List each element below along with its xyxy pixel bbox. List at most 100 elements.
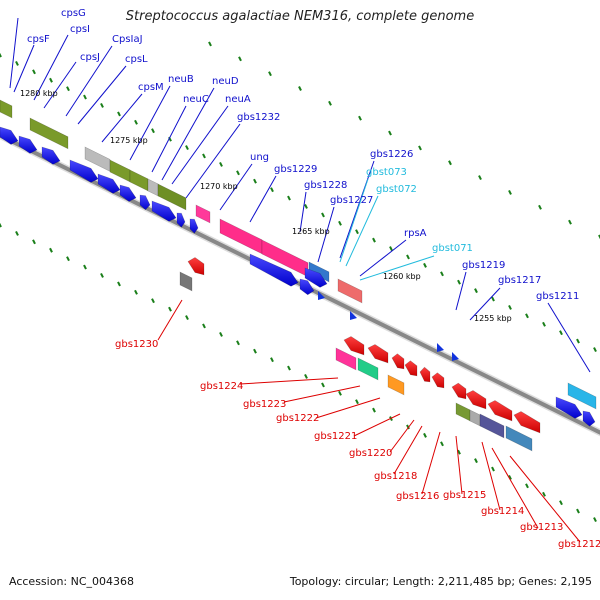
gene-arrow-forward bbox=[97, 173, 121, 194]
scale-tick bbox=[0, 222, 2, 228]
leader-line bbox=[43, 61, 77, 109]
scale-tick bbox=[542, 321, 546, 327]
gene-block-gbs1215 bbox=[469, 409, 481, 427]
gene-label-gbs1216: gbs1216 bbox=[396, 491, 439, 502]
gene-arrow-forward bbox=[69, 159, 99, 183]
scale-tick bbox=[0, 52, 2, 58]
gene-label-gbs1213: gbs1213 bbox=[520, 522, 563, 533]
scale-label: 1270 kbp bbox=[200, 182, 238, 191]
scale-tick bbox=[15, 60, 19, 66]
scale-tick bbox=[185, 315, 189, 321]
scale-label: 1275 kbp bbox=[110, 136, 148, 145]
gene-label-gbs1218: gbs1218 bbox=[374, 471, 417, 482]
scale-tick bbox=[525, 313, 529, 319]
gene-label-cpsM: cpsM bbox=[138, 82, 164, 93]
gene-arrow-forward bbox=[555, 396, 583, 419]
scale-tick bbox=[270, 187, 274, 193]
gene-label-cpsG: cpsG bbox=[61, 8, 86, 19]
scale-tick bbox=[559, 330, 563, 336]
gene-label-neuC: neuC bbox=[183, 94, 209, 105]
gene-label-cpsI: cpsI bbox=[70, 24, 90, 35]
scale-labels: 1280 kbp 1275 kbp 1270 kbp 1265 kbp 1260… bbox=[20, 89, 512, 323]
scale-tick bbox=[100, 103, 104, 108]
gene-label-gbs1226: gbs1226 bbox=[370, 149, 413, 160]
scale-tick bbox=[287, 195, 291, 201]
scale-tick bbox=[508, 305, 512, 310]
gene-label-gbs1215: gbs1215 bbox=[443, 490, 486, 501]
gene-label-gbs1227: gbs1227 bbox=[330, 195, 373, 206]
scale-tick bbox=[83, 264, 87, 270]
gene-block-cpsF bbox=[0, 99, 13, 119]
leader-line bbox=[389, 419, 415, 453]
gene-arrow-red bbox=[367, 344, 389, 364]
gene-block-rpsA bbox=[337, 278, 363, 304]
gene-block-neuA bbox=[157, 183, 187, 211]
scale-tick bbox=[576, 508, 580, 514]
scale-tick bbox=[32, 239, 36, 245]
leader-line bbox=[359, 255, 435, 281]
leader-line bbox=[65, 45, 113, 117]
gene-arrow-red bbox=[404, 360, 418, 377]
scale-tick bbox=[49, 77, 53, 83]
gene-label-gbs1217: gbs1217 bbox=[498, 275, 541, 286]
scale-tick bbox=[236, 170, 240, 176]
scale-tick bbox=[15, 230, 19, 236]
gene-block-gbs1232 bbox=[195, 204, 211, 224]
gene-arrow-red bbox=[419, 366, 431, 383]
gene-arrow-forward bbox=[41, 146, 61, 165]
gene-label-gbst073: gbst073 bbox=[366, 167, 407, 178]
scale-tick bbox=[474, 288, 478, 294]
scale-tick bbox=[418, 145, 422, 151]
gene-arrow-forward bbox=[0, 126, 19, 145]
scale-tick bbox=[253, 178, 257, 184]
gene-label-cpsF: cpsF bbox=[27, 34, 50, 45]
gene-arrow-red bbox=[465, 390, 487, 410]
scale-tick bbox=[268, 71, 272, 77]
scale-tick bbox=[388, 130, 392, 136]
leader-line bbox=[393, 425, 423, 475]
scale-tick bbox=[270, 357, 274, 363]
leader-line bbox=[317, 206, 335, 263]
scale-tick bbox=[117, 281, 121, 287]
scale-tick bbox=[100, 273, 104, 278]
map-title: Streptococcus agalactiae NEM316, complet… bbox=[125, 9, 475, 24]
leader-line bbox=[219, 163, 253, 211]
gene-label-cpsJ: cpsJ bbox=[80, 52, 100, 63]
leader-line bbox=[157, 299, 183, 341]
scale-tick bbox=[448, 160, 452, 166]
gene-arrow-forward bbox=[119, 184, 137, 202]
leader-line bbox=[339, 160, 375, 259]
scale-tick bbox=[355, 399, 359, 405]
topology-text: Topology: circular; Length: 2,211,485 bp… bbox=[289, 575, 592, 588]
scale-tick bbox=[358, 115, 362, 121]
gene-label-cpsL: cpsL bbox=[125, 54, 148, 65]
gene-features bbox=[0, 99, 597, 452]
gene-block-gbs1224 bbox=[335, 347, 357, 371]
scale-tick bbox=[134, 119, 138, 125]
gene-label-gbs1232: gbs1232 bbox=[237, 112, 280, 123]
leader-line bbox=[421, 431, 441, 495]
leader-line bbox=[9, 17, 19, 89]
scale-tick bbox=[440, 441, 444, 447]
gene-block-neuB bbox=[109, 159, 131, 183]
scale-tick bbox=[134, 289, 138, 295]
scale-tick bbox=[185, 145, 189, 151]
gene-block-gbs1216 bbox=[455, 402, 471, 422]
gene-arrow-red bbox=[451, 382, 467, 400]
scale-tick bbox=[542, 491, 546, 497]
scale-tick bbox=[576, 338, 580, 344]
gene-arrow-red bbox=[343, 336, 365, 356]
gene-arrow-red bbox=[391, 353, 405, 370]
gene-label-gbs1224: gbs1224 bbox=[200, 381, 243, 392]
gene-arrow-forward bbox=[189, 218, 199, 234]
scale-tick bbox=[208, 41, 212, 47]
scale-tick bbox=[593, 517, 597, 522]
gene-arrow-forward bbox=[176, 212, 186, 228]
leader-line bbox=[455, 435, 463, 495]
gene-arrow-gbs1230 bbox=[187, 257, 205, 276]
scale-tick bbox=[219, 331, 223, 337]
gene-block-gbs1213 bbox=[505, 425, 533, 452]
scale-tick bbox=[598, 234, 600, 240]
leader-line bbox=[249, 175, 277, 223]
gene-label-gbs1230: gbs1230 bbox=[115, 339, 158, 350]
